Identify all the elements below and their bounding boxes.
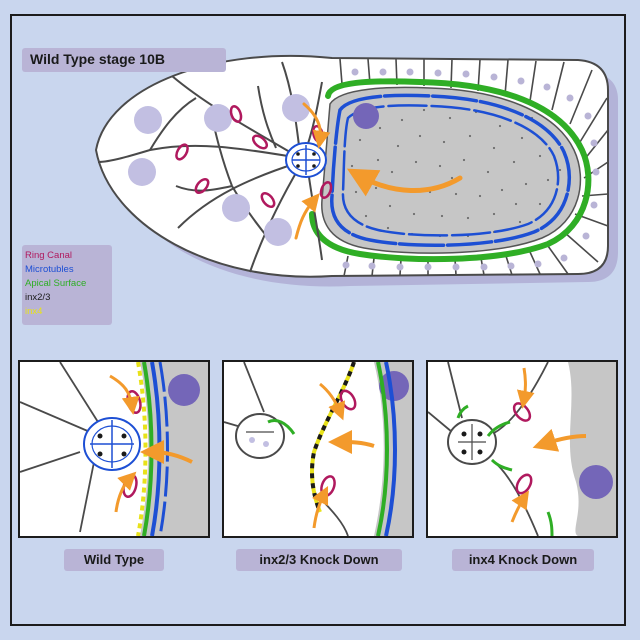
egg-chamber-diagram (94, 54, 618, 287)
caption-wild-type: Wild Type (83, 552, 145, 567)
follicle-cells (339, 58, 609, 277)
legend-apical-surface: Apical Surface (25, 278, 87, 289)
diagram-title: Wild Type stage 10B (30, 51, 165, 67)
oocyte (321, 86, 582, 254)
caption-box-inx2-3 (236, 549, 402, 571)
caption-box-wild-type (64, 549, 164, 571)
nurse-cell-nuclei (128, 94, 310, 246)
figure-frame (10, 14, 626, 626)
legend-ring-canal: Ring Canal (25, 250, 72, 261)
panel-wild-type (18, 360, 210, 538)
follicle-cell-nuclei (342, 68, 600, 271)
apical-surface (309, 78, 592, 263)
oocyte-nucleus (353, 103, 379, 129)
panel-inx2-3-knock-down (222, 360, 414, 538)
caption-inx2-3-knock-down: inx2/3 Knock Down (259, 552, 379, 567)
legend-inx4: inx4 (25, 306, 43, 317)
legend-inx2-3: inx2/3 (25, 292, 51, 303)
panel-inx4-knock-down (426, 360, 618, 538)
title-label-box (22, 48, 226, 72)
border-cell-cluster (285, 142, 327, 178)
legend-microtubles: Microtubles (25, 264, 74, 275)
transport-arrows (294, 102, 463, 240)
legend-box (22, 245, 112, 325)
microtubules (330, 93, 571, 247)
caption-inx4-knock-down: inx4 Knock Down (468, 552, 578, 567)
caption-box-inx4 (452, 549, 594, 571)
